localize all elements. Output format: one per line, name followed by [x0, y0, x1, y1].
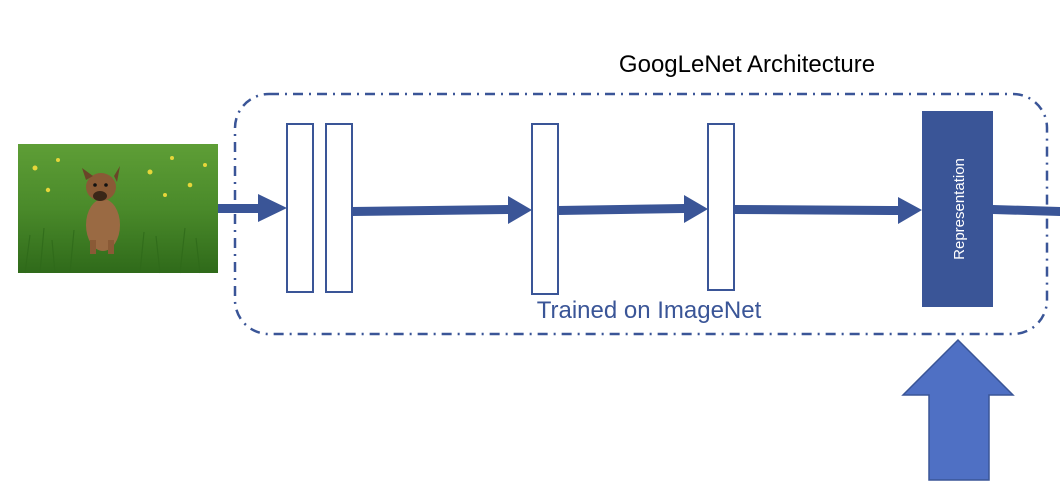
layer-3	[531, 123, 559, 295]
arrow-input-to-layer1	[218, 194, 287, 222]
layer-1	[286, 123, 314, 293]
dog-figure	[82, 166, 120, 254]
arrow-layer2-to-layer3	[352, 196, 532, 224]
representation-block	[922, 111, 993, 307]
trained-caption: Trained on ImageNet	[537, 297, 762, 324]
layer-4	[707, 123, 735, 291]
arrow-layer4-to-representation	[734, 197, 922, 224]
arrow-representation-out	[993, 205, 1060, 216]
layer-2	[325, 123, 353, 293]
big-up-arrow	[901, 338, 1015, 481]
flow-arrows	[218, 194, 1060, 224]
diagram-title: GoogLeNet Architecture	[619, 51, 875, 78]
input-image	[18, 144, 218, 274]
arrow-layer3-to-layer4	[558, 195, 708, 223]
googlenet-container	[233, 92, 1049, 336]
representation-label: Representation	[951, 158, 968, 260]
